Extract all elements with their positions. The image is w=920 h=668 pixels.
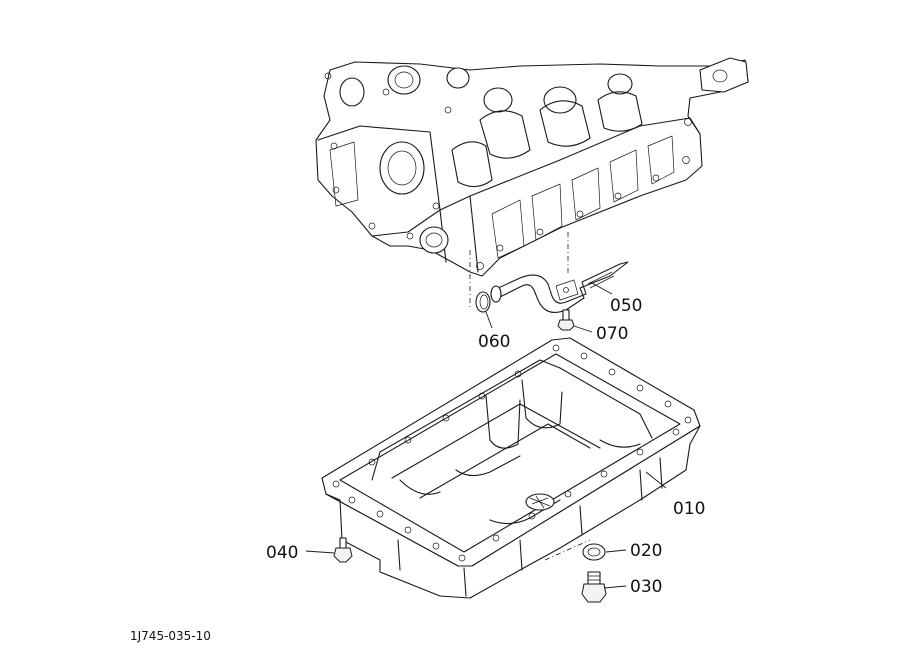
callout-010: 010 — [673, 499, 705, 519]
leader-040 — [305, 550, 335, 554]
callout-050: 050 — [610, 296, 642, 316]
callout-070: 070 — [596, 324, 628, 344]
reference-code: 1J745-035-10 — [130, 629, 211, 643]
callout-020: 020 — [630, 541, 662, 561]
drain-gasket — [582, 543, 606, 561]
callout-040: 040 — [266, 543, 298, 563]
o-ring — [475, 291, 491, 313]
drain-plug — [581, 571, 607, 603]
oil-strainer-pipe — [490, 261, 629, 313]
oil-pan — [321, 337, 701, 599]
leader-050 — [589, 281, 613, 295]
leader-010 — [645, 471, 667, 489]
leader-030 — [603, 585, 627, 589]
leader-070 — [573, 325, 593, 333]
alignment-line — [544, 539, 591, 561]
engine-block — [315, 57, 749, 277]
bolt-040 — [333, 537, 353, 563]
callout-030: 030 — [630, 577, 662, 597]
leader-060 — [485, 311, 493, 329]
leader-020 — [605, 549, 627, 553]
bolt-070 — [557, 309, 575, 331]
callout-060: 060 — [478, 332, 510, 352]
